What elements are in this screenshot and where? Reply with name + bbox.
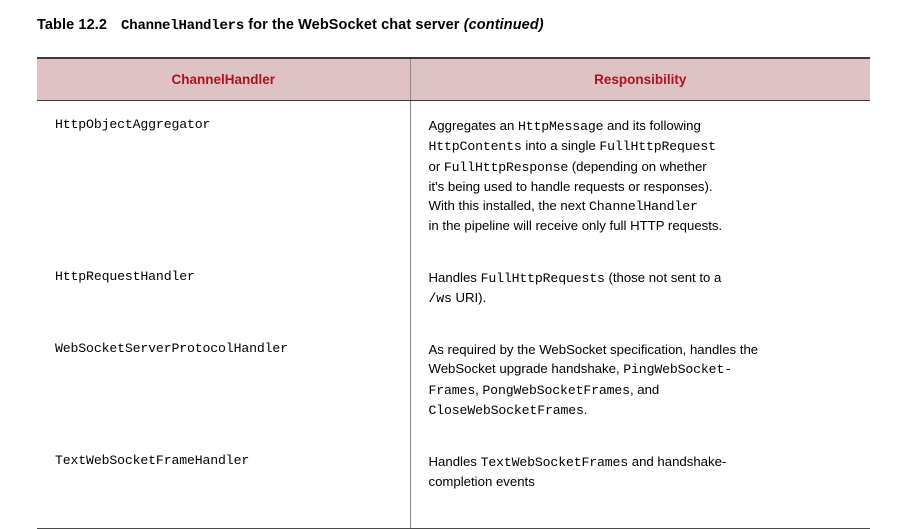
- text-span: , and: [629, 381, 660, 397]
- table-row: HttpObjectAggregator Aggregates an HttpMe…: [37, 100, 870, 253]
- responsibility-line: completion events: [429, 472, 863, 491]
- responsibility-line: /ws URI).: [429, 288, 863, 308]
- code-span: PongWebSocketFrames: [482, 382, 630, 398]
- cell-responsibility: As required by the WebSocket specificati…: [410, 325, 870, 438]
- code-span: CloseWebSocketFrames: [428, 402, 584, 418]
- code-span: HttpContents: [428, 139, 522, 155]
- text-span: .: [583, 401, 588, 417]
- text-span: Aggregates an: [428, 118, 518, 133]
- responsibility-line: CloseWebSocketFrames.: [429, 400, 863, 420]
- text-span: and its following: [603, 118, 701, 133]
- text-span: into a single: [521, 138, 600, 154]
- text-span: ,: [475, 381, 483, 397]
- code-span: PingWebSocket-: [623, 362, 732, 378]
- responsibility-line: Handles FullHttpRequests (those not sent…: [429, 268, 863, 288]
- cell-responsibility: Handles FullHttpRequests (those not sent…: [410, 252, 870, 326]
- code-span: FullHttpRequests: [480, 270, 605, 286]
- responsibility-line: it's being used to handle requests or re…: [429, 177, 863, 196]
- table-header: ChannelHandler Responsibility: [37, 57, 870, 101]
- text-span: As required by the WebSocket specificati…: [428, 342, 759, 358]
- responsibility-line: or FullHttpResponse (depending on whethe…: [429, 157, 863, 177]
- cell-responsibility: Handles TextWebSocketFrames and handshak…: [410, 437, 870, 529]
- text-span: Handles: [428, 269, 481, 285]
- channel-handlers-table: ChannelHandler Responsibility HttpObject…: [37, 57, 870, 529]
- code-span: Frames: [428, 382, 476, 398]
- text-span: With this installed, the next: [428, 198, 590, 214]
- table-body: HttpObjectAggregator Aggregates an HttpMe…: [37, 100, 870, 529]
- responsibility-line: Aggregates an HttpMessage and its follow…: [429, 116, 863, 136]
- table-caption-label: Table 12.2: [37, 17, 108, 33]
- cell-responsibility: Aggregates an HttpMessage and its follow…: [410, 100, 870, 253]
- table-caption-description: for the WebSocket chat server: [244, 17, 464, 33]
- column-header-channelhandler: ChannelHandler: [37, 57, 411, 101]
- responsibility-line: Handles TextWebSocketFrames and handshak…: [429, 452, 863, 472]
- code-span: /ws: [428, 290, 452, 306]
- text-span: Handles: [428, 454, 481, 470]
- table-row: HttpRequestHandler Handles FullHttpReques…: [37, 252, 870, 326]
- code-span: TextWebSocketFrames: [480, 455, 629, 471]
- text-span: (those not sent to a: [604, 269, 722, 285]
- cell-handler-name: TextWebSocketFrameHandler: [37, 437, 411, 529]
- text-span: in the pipeline will receive only full H…: [428, 218, 723, 234]
- text-span: it's being used to handle requests or re…: [428, 178, 713, 194]
- code-span: ChannelHandler: [589, 199, 698, 215]
- cell-handler-name: HttpRequestHandler: [37, 252, 411, 326]
- table-caption-continued: (continued): [463, 17, 544, 33]
- document-page: Table 12.2 ChannelHandlers for the WebSoc…: [37, 17, 870, 529]
- table-container: ChannelHandler Responsibility HttpObject…: [37, 57, 870, 529]
- table-row: TextWebSocketFrameHandler Handles TextWeb…: [37, 437, 870, 529]
- code-span: FullHttpResponse: [443, 159, 569, 175]
- responsibility-line: HttpContents into a single FullHttpReque…: [429, 136, 863, 156]
- text-span: or: [428, 158, 444, 174]
- column-header-responsibility: Responsibility: [410, 57, 870, 101]
- text-span: and handshake-: [628, 454, 727, 470]
- responsibility-line: Frames, PongWebSocketFrames, and: [429, 380, 863, 400]
- text-span: URI).: [451, 289, 487, 305]
- text-span: completion events: [428, 474, 535, 490]
- table-caption: Table 12.2 ChannelHandlers for the WebSoc…: [37, 17, 544, 34]
- cell-handler-name: HttpObjectAggregator: [37, 100, 411, 253]
- code-span: FullHttpRequest: [599, 139, 716, 155]
- responsibility-line: WebSocket upgrade handshake, PingWebSock…: [429, 359, 863, 379]
- table-caption-code-term: ChannelHandlers: [121, 18, 245, 34]
- cell-handler-name: WebSocketServerProtocolHandler: [37, 325, 411, 438]
- text-span: WebSocket upgrade handshake,: [428, 361, 624, 377]
- code-span: HttpMessage: [517, 119, 604, 134]
- responsibility-line: in the pipeline will receive only full H…: [429, 216, 863, 235]
- responsibility-line: With this installed, the next ChannelHan…: [429, 196, 863, 216]
- table-row: WebSocketServerProtocolHandler As require…: [37, 325, 870, 438]
- responsibility-line: As required by the WebSocket specificati…: [429, 340, 863, 359]
- text-span: (depending on whether: [568, 158, 707, 174]
- table-header-row: ChannelHandler Responsibility: [37, 57, 870, 101]
